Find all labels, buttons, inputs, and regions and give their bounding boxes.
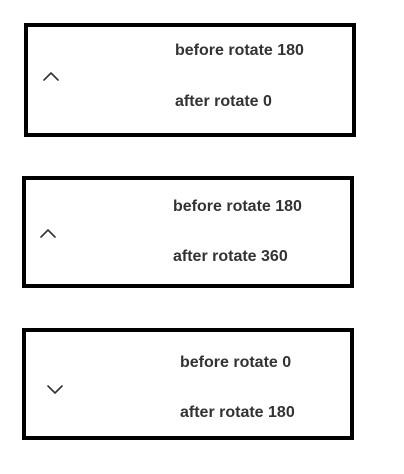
before-rotate-label: before rotate 180 <box>175 42 304 59</box>
rotate-card-2: before rotate 180 after rotate 360 <box>22 176 354 288</box>
rotate-card-3: before rotate 0 after rotate 180 <box>22 328 354 440</box>
chevron-up-icon[interactable] <box>42 71 60 81</box>
rotate-card-1: before rotate 180 after rotate 0 <box>24 23 356 137</box>
before-rotate-label: before rotate 0 <box>180 354 292 371</box>
after-rotate-label: after rotate 0 <box>175 93 272 110</box>
before-rotate-label: before rotate 180 <box>173 198 302 215</box>
chevron-up-icon[interactable] <box>39 228 57 238</box>
after-rotate-label: after rotate 360 <box>173 248 288 265</box>
after-rotate-label: after rotate 180 <box>180 404 295 421</box>
chevron-down-icon[interactable] <box>46 385 64 395</box>
